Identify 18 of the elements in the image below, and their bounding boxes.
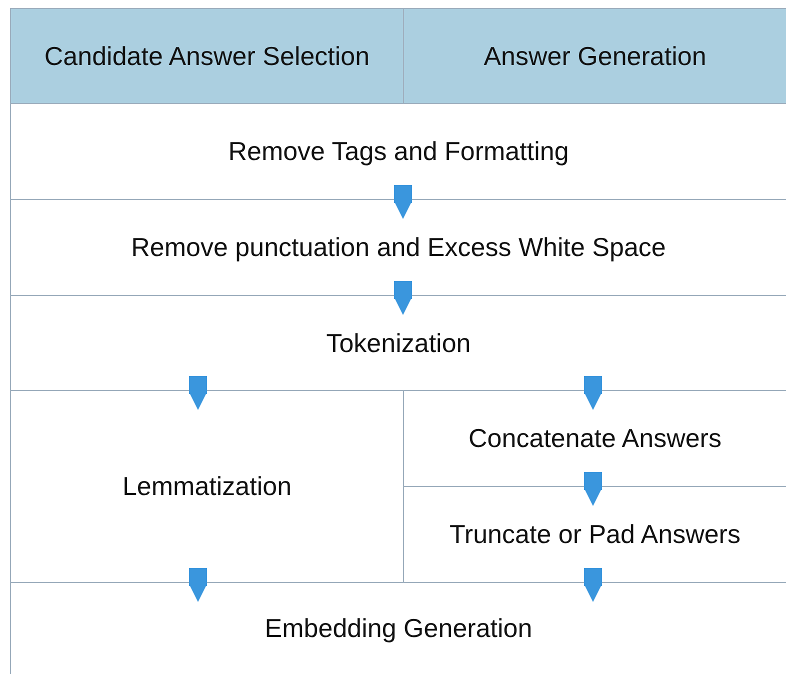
flow-arrow <box>584 376 602 410</box>
step-label: Truncate or Pad Answers <box>450 518 740 551</box>
step-label: Concatenate Answers <box>468 422 722 455</box>
header-cell <box>10 8 404 104</box>
step-label: Remove Tags and Formatting <box>228 135 569 168</box>
step-label: Candidate Answer Selection <box>44 40 370 72</box>
step-label: Embedding Generation <box>264 612 532 645</box>
step-label: Remove punctuation and Excess White Space <box>131 231 666 264</box>
flow-arrow <box>394 281 412 315</box>
flow-arrow <box>394 185 412 219</box>
flow-arrow <box>584 568 602 602</box>
step-label: Tokenization <box>326 326 471 360</box>
flow-arrow <box>584 472 602 506</box>
flow-arrow <box>189 376 207 410</box>
step-label: Lemmatization <box>122 470 292 503</box>
step-label: Answer Generation <box>484 40 706 72</box>
header-cell <box>403 8 786 104</box>
flow-arrow <box>189 568 207 602</box>
